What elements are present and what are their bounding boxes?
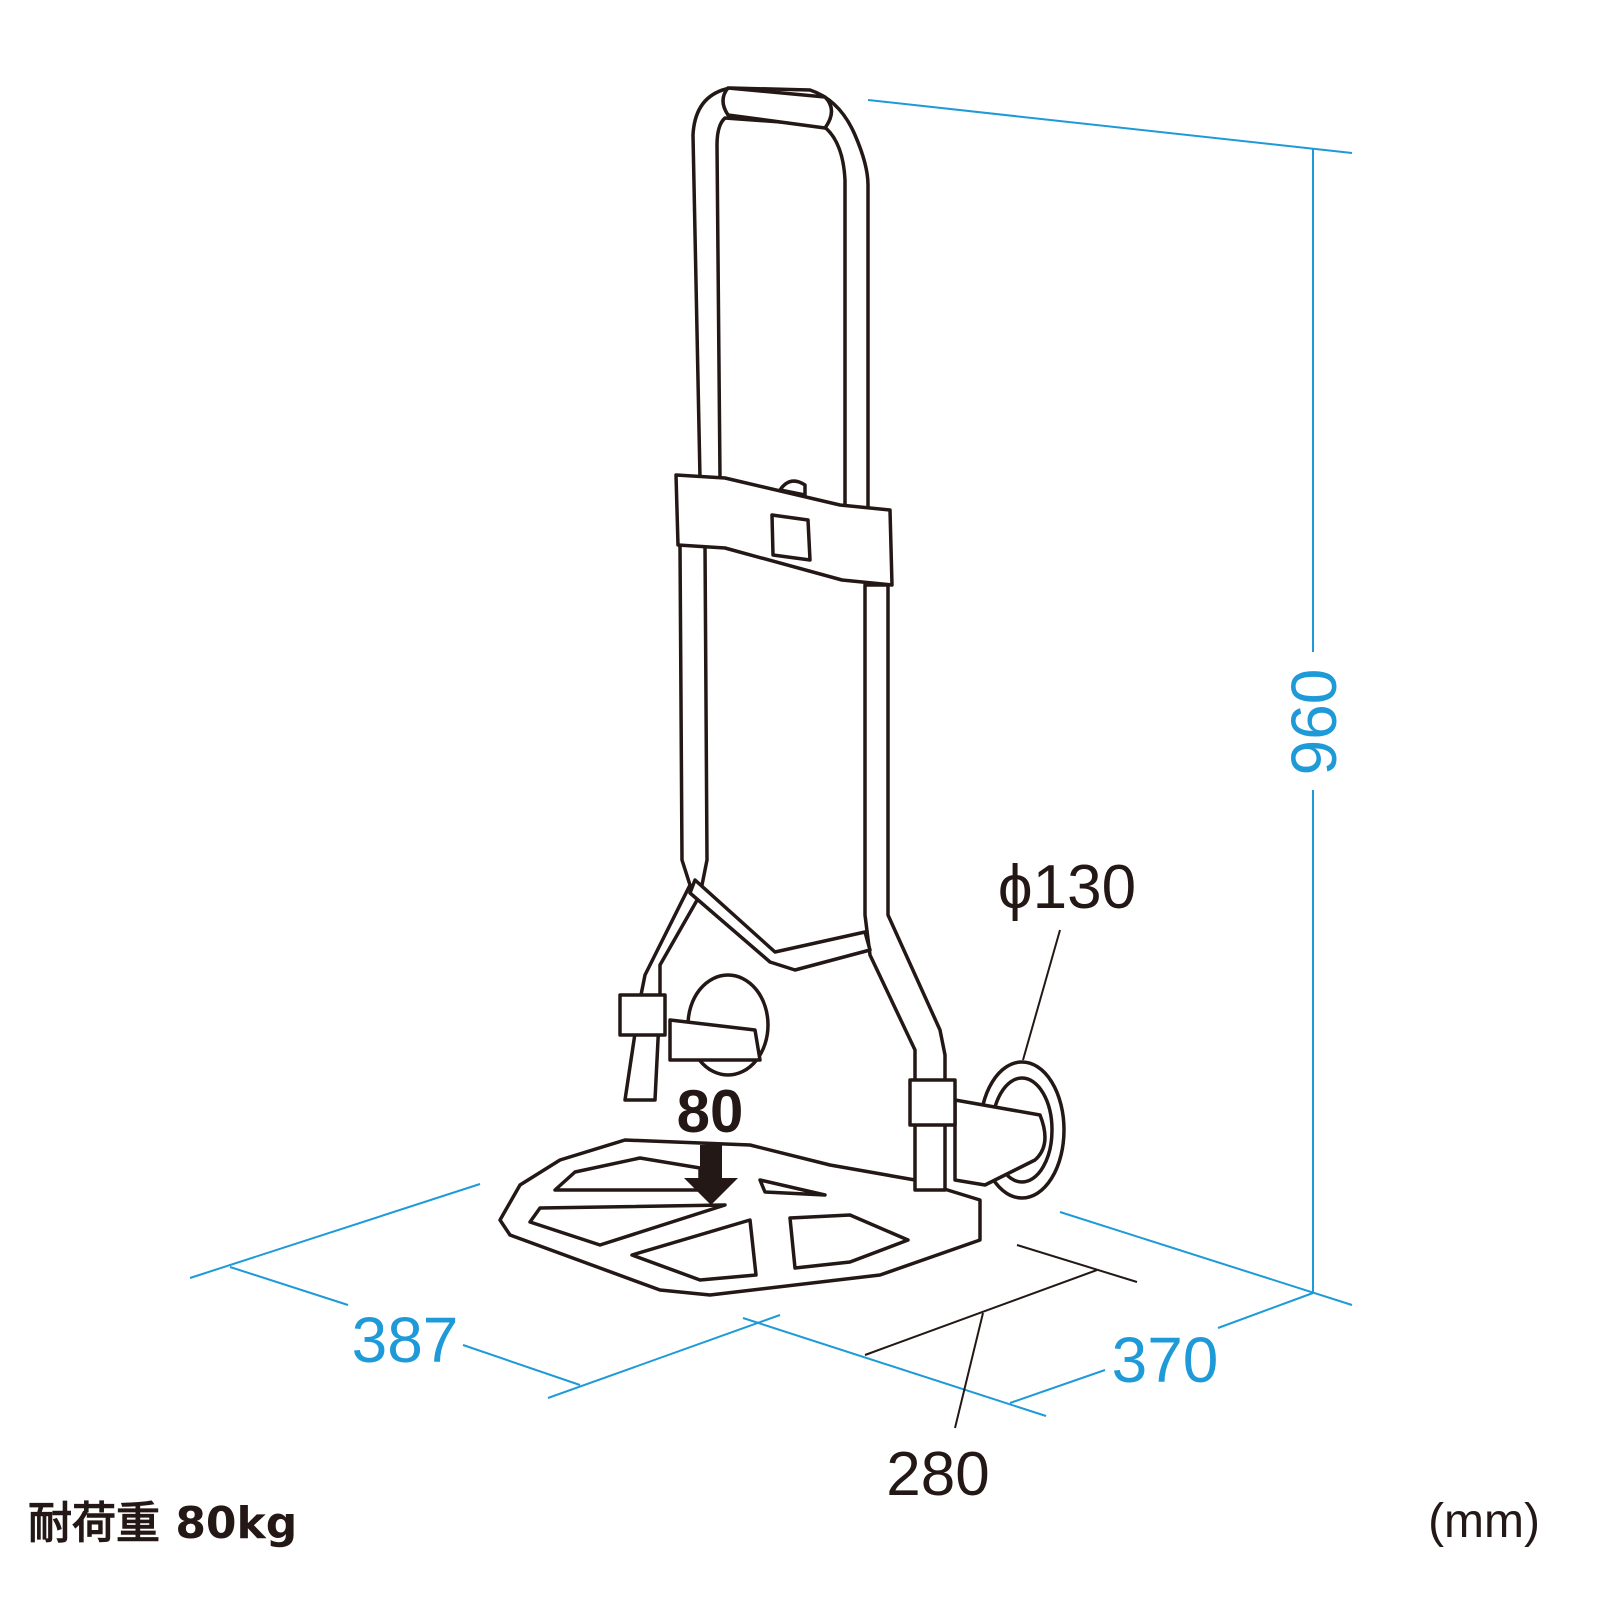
left-joint [618,993,667,1037]
width-dimension: 370 [742,1292,1314,1417]
right-joint [908,1078,957,1127]
plate-slot [528,1203,727,1247]
plate-width-value: 280 [886,1440,989,1509]
right-axle [953,1098,1047,1187]
wheel-diameter-value: ϕ130 [998,853,1136,922]
left-axle [668,1018,762,1062]
height-value: 960 [1278,669,1350,776]
telescopic-handle [691,86,870,517]
plate-slot [758,1178,827,1197]
plate-slot [630,1218,758,1282]
height-dimension: 960 [867,99,1353,1306]
plate-width-dimension: 280 [864,1244,1138,1509]
depth-value: 387 [352,1304,459,1376]
load-arrow-icon [684,1145,738,1205]
load-capacity-note: 耐荷重 80kg [28,1498,297,1549]
depth-dimension: 387 [189,1183,781,1399]
load-marker: 80 [677,1078,744,1145]
unit-label: (mm) [1428,1495,1540,1548]
width-value: 370 [1112,1324,1219,1396]
plate-slot [553,1156,702,1192]
cross-brace [688,878,872,972]
wheel-diameter-callout: ϕ130 [998,853,1136,1061]
handle-grip [721,86,834,130]
lock-latch [770,513,812,562]
plate-slot [788,1213,910,1270]
lock-knob [778,479,807,497]
hand-truck-illustration [498,86,1066,1297]
